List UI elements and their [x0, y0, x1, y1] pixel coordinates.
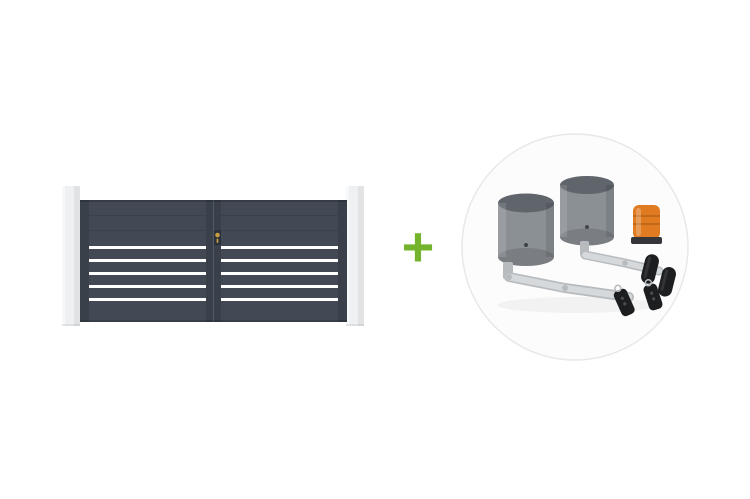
- kit-circle-background: [461, 133, 689, 361]
- finish-cap-1: [641, 254, 659, 284]
- motor-right: [560, 176, 614, 246]
- gate-leaves: [80, 200, 347, 322]
- gate-motor-kit-image: [459, 131, 691, 363]
- plus-icon: +: [401, 215, 435, 278]
- remote-control-2: [643, 278, 663, 311]
- motor-kit-drawing: [461, 133, 689, 361]
- gate-right-leaf: [338, 200, 347, 322]
- remote-control-1: [613, 284, 635, 317]
- finish-cap-2: [658, 266, 676, 297]
- gate-left-leaf: [80, 200, 89, 322]
- flashing-light: [631, 205, 662, 244]
- gate-post-right: [346, 186, 364, 326]
- aluminium-gate-image: [60, 186, 366, 328]
- motor-left: [498, 193, 554, 266]
- gate-post-left: [62, 186, 80, 326]
- gate-drawing: [62, 186, 364, 326]
- gate-lock: [214, 230, 221, 245]
- articulated-arm-left: [503, 262, 634, 302]
